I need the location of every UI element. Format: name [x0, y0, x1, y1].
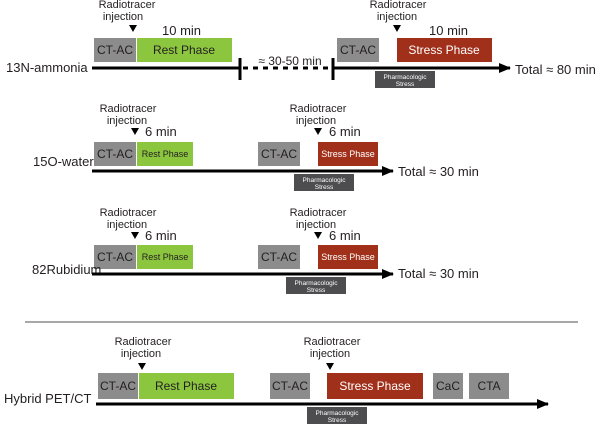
rest-duration: 10 min	[162, 23, 201, 38]
stress-phase-block	[327, 373, 423, 399]
injection-label-injection: injection	[121, 348, 161, 360]
ctac-label: CT-AC	[261, 250, 297, 264]
injection-label-radiotracer: Radiotracer	[304, 336, 361, 348]
ctac-label: CT-AC	[97, 43, 133, 57]
ctac-label: CT-AC	[340, 43, 376, 57]
stress-duration: 6 min	[329, 228, 361, 243]
injection-label-radiotracer: Radiotracer	[100, 103, 157, 115]
ctac-label: CT-AC	[97, 250, 133, 264]
injection-label-radiotracer: Radiotracer	[290, 103, 347, 115]
ctac-block	[270, 373, 310, 399]
total-duration: Total ≈ 30 min	[398, 266, 479, 281]
protocol-13n-ammonia: Radiotracer injection 10 min CT-AC Rest …	[6, 0, 596, 88]
ctac-label: CT-AC	[261, 147, 297, 161]
injection-label-radiotracer: Radiotracer	[100, 207, 157, 219]
stress-phase-label: Stress Phase	[321, 252, 375, 262]
injection-marker-icon	[314, 128, 322, 135]
cac-label: CaC	[436, 379, 460, 393]
total-duration: Total ≈ 80 min	[515, 62, 596, 77]
stress-phase-block	[318, 245, 378, 269]
pharm-label-line1: Pharmacologic	[316, 410, 360, 417]
injection-label-radiotracer: Radiotracer	[115, 336, 172, 348]
ctac-block	[94, 142, 136, 166]
protocol-name: 82Rubidium	[32, 262, 101, 277]
rest-duration: 6 min	[145, 124, 177, 139]
pharmacologic-stress-block	[307, 407, 367, 424]
ctac-block	[98, 373, 138, 399]
injection-marker-icon	[393, 25, 401, 32]
stress-duration: 10 min	[429, 23, 468, 38]
rest-phase-block	[137, 142, 193, 166]
injection-marker-icon	[131, 232, 139, 239]
protocol-82rubidium: Radiotracer injection 6 min CT-AC Rest P…	[32, 207, 479, 294]
pharm-label-line1: Pharmacologic	[384, 74, 428, 81]
rest-phase-block	[137, 38, 232, 62]
ctac-block	[337, 38, 379, 62]
pharmacologic-stress-block	[286, 277, 346, 294]
cta-block	[469, 373, 509, 399]
injection-label-injection: injection	[296, 115, 336, 127]
injection-label-injection: injection	[107, 219, 147, 231]
protocol-15o-water: Radiotracer injection 6 min CT-AC Rest P…	[33, 103, 479, 191]
protocol-hybrid-pet-ct: Radiotracer injection CT-AC Rest Phase H…	[4, 336, 549, 424]
protocol-name: Hybrid PET/CT	[4, 391, 91, 406]
pharm-label-line2: Stress	[328, 417, 347, 424]
total-duration: Total ≈ 30 min	[398, 164, 479, 179]
injection-marker-icon	[129, 25, 137, 32]
ctac-block	[94, 245, 136, 269]
pharm-label-line1: Pharmacologic	[303, 177, 347, 184]
stress-phase-label: Stress Phase	[321, 149, 375, 159]
ctac-block	[258, 245, 300, 269]
injection-label-injection: injection	[107, 115, 147, 127]
pharm-label-line1: Pharmacologic	[295, 280, 339, 287]
injection-label-radiotracer: Radiotracer	[290, 207, 347, 219]
rest-phase-label: Rest Phase	[155, 379, 217, 393]
injection-marker-icon	[131, 128, 139, 135]
rest-phase-label: Rest Phase	[142, 149, 189, 159]
pharm-label-line2: Stress	[396, 81, 415, 88]
injection-label-radiotracer: Radiotracer	[370, 0, 427, 11]
pharmacologic-stress-block	[375, 71, 435, 88]
stress-duration: 6 min	[329, 124, 361, 139]
injection-label-injection: injection	[310, 348, 350, 360]
gap-duration: ≈ 30-50 min	[258, 54, 321, 68]
stress-phase-block	[397, 38, 492, 62]
injection-marker-icon	[138, 363, 146, 370]
ctac-block	[258, 142, 300, 166]
injection-label-injection: injection	[296, 219, 336, 231]
injection-label-radiotracer: Radiotracer	[99, 0, 156, 11]
rest-phase-block	[137, 245, 193, 269]
pharmacologic-stress-block	[294, 174, 354, 191]
cta-label: CTA	[477, 379, 500, 393]
stress-phase-label: Stress Phase	[408, 43, 480, 57]
protocol-name: 13N-ammonia	[6, 60, 88, 75]
rest-duration: 6 min	[145, 228, 177, 243]
injection-marker-icon	[326, 363, 334, 370]
stress-phase-label: Stress Phase	[339, 379, 411, 393]
injection-label-injection: injection	[377, 11, 417, 23]
ctac-label: CT-AC	[272, 379, 308, 393]
rest-phase-block	[139, 373, 234, 399]
ctac-block	[94, 38, 136, 62]
rest-phase-label: Rest Phase	[153, 43, 215, 57]
pharm-label-line2: Stress	[315, 184, 334, 191]
ctac-label: CT-AC	[100, 379, 136, 393]
rest-phase-label: Rest Phase	[142, 252, 189, 262]
ctac-label: CT-AC	[97, 147, 133, 161]
injection-marker-icon	[314, 232, 322, 239]
pharm-label-line2: Stress	[307, 287, 326, 294]
cac-block	[433, 373, 463, 399]
stress-phase-block	[318, 142, 378, 166]
protocol-name: 15O-water	[33, 154, 94, 169]
injection-label-injection: injection	[103, 11, 143, 23]
